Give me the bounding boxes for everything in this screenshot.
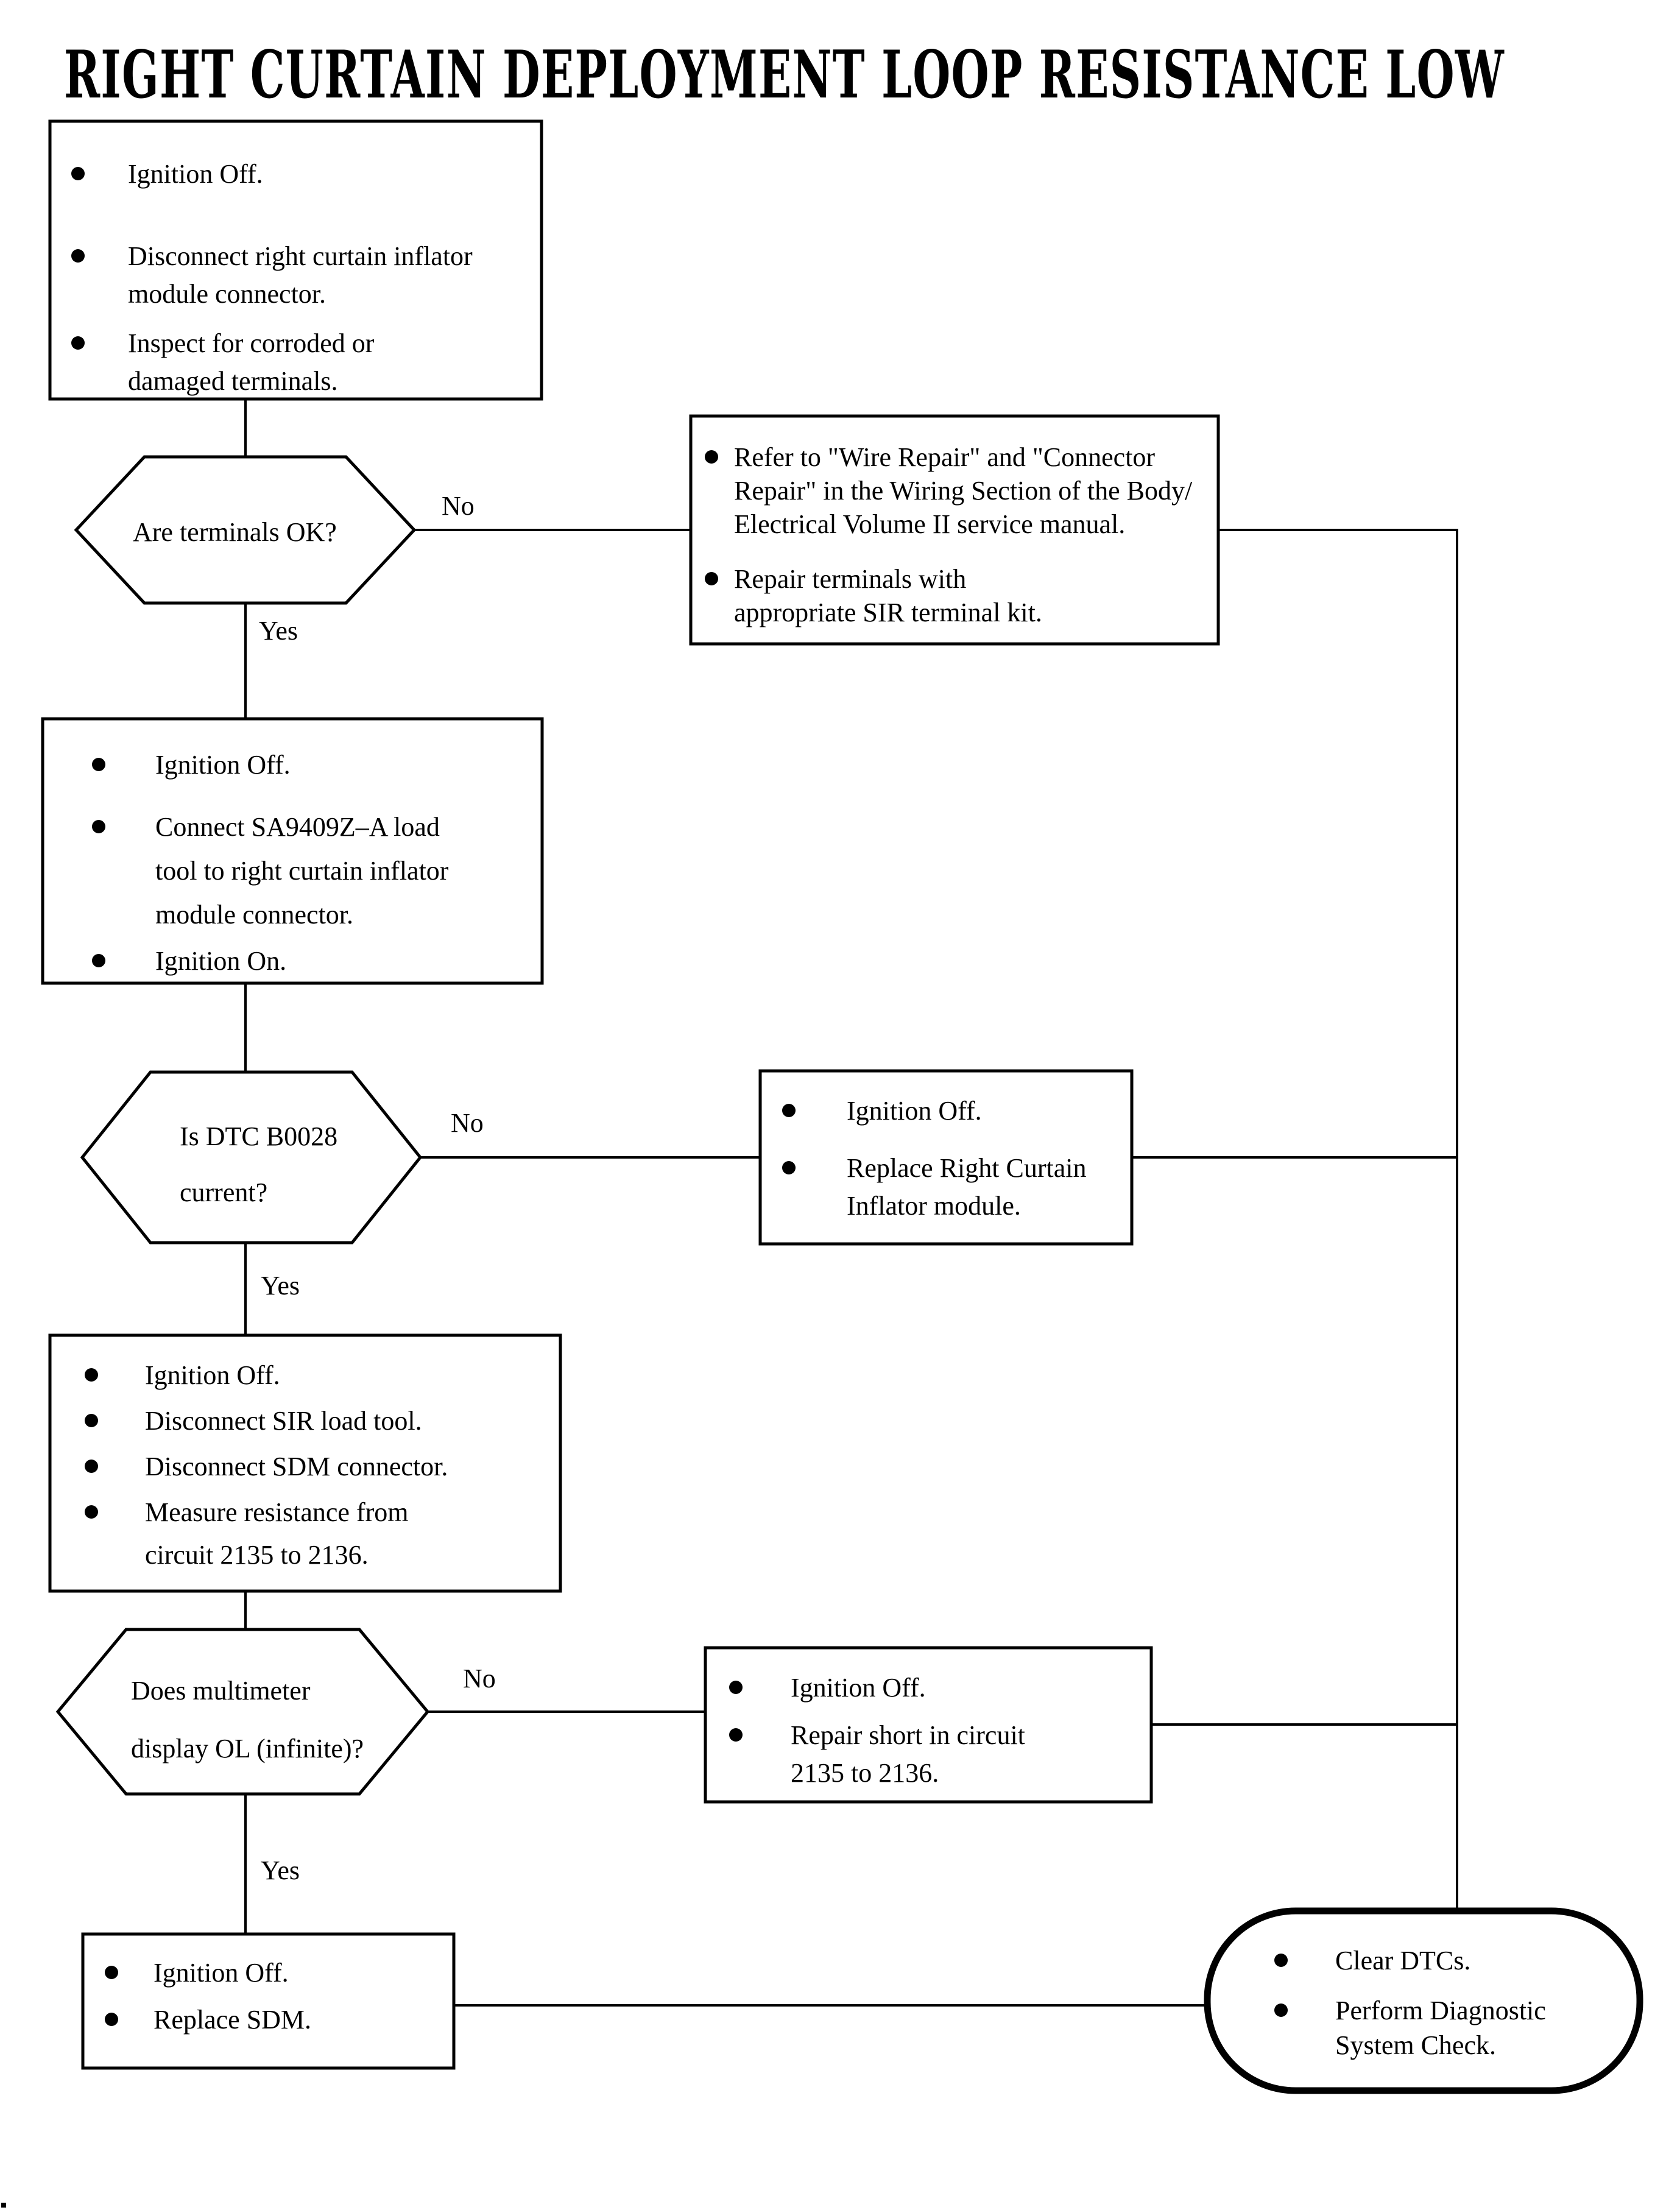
- bullet-icon: [71, 249, 85, 263]
- step-text-line: 2135 to 2136.: [791, 1758, 939, 1788]
- process-box-outline: [81, 1932, 456, 2070]
- step-text-line: Ignition Off.: [155, 750, 291, 780]
- step-text-line: Ignition Off.: [847, 1096, 982, 1126]
- bullet-icon: [92, 758, 105, 771]
- step-text-line: Inflator module.: [847, 1191, 1021, 1221]
- step-text-line: Repair short in circuit: [791, 1720, 1025, 1750]
- decision-hexagon-outline: [55, 1628, 430, 1796]
- bullet-icon: [85, 1368, 98, 1382]
- step-text-line: Inspect for corroded or: [128, 328, 375, 358]
- bullet-icon: [85, 1505, 98, 1519]
- step-text-line: Replace SDM.: [154, 2005, 311, 2035]
- replace-sdm-box: Ignition Off. Replace SDM.: [81, 1932, 456, 2070]
- right-return-rail: [1218, 529, 1458, 1911]
- bullet-icon: [729, 1681, 743, 1694]
- bullet-icon: [71, 167, 85, 180]
- bullet-icon: [705, 450, 718, 464]
- repair-terminals-box: Refer to "Wire Repair" and "Connector Re…: [689, 414, 1220, 646]
- step-text-line: damaged terminals.: [128, 366, 338, 396]
- step-text-line: Connect SA9409Z–A load: [155, 812, 440, 842]
- bullet-icon: [92, 954, 105, 967]
- step-text-line: circuit 2135 to 2136.: [145, 1540, 369, 1570]
- bullet-icon: [92, 820, 105, 833]
- step3-process-box: Ignition Off. Disconnect SIR load tool. …: [48, 1333, 562, 1593]
- step-text-line: Measure resistance from: [145, 1497, 408, 1527]
- step-text-line: Disconnect right curtain inflator: [128, 241, 473, 271]
- bullet-icon: [85, 1460, 98, 1473]
- bullet-icon: [105, 1966, 118, 1979]
- replace-inflator-box: Ignition Off. Replace Right Curtain Infl…: [758, 1069, 1134, 1246]
- bullet-icon: [705, 572, 718, 585]
- bullet-icon: [1274, 2003, 1288, 2017]
- process-box-outline: [48, 119, 543, 401]
- end-terminal: Clear DTCs. Perform Diagnostic System Ch…: [1204, 1907, 1643, 2094]
- decision1-terminals-ok: Are terminals OK?: [74, 455, 417, 605]
- process-box-outline: [41, 717, 544, 985]
- decision-hexagon-outline: [80, 1070, 423, 1244]
- scan-artifact-dot: [1, 2203, 6, 2208]
- step-text-line: Perform Diagnostic: [1335, 1996, 1546, 2025]
- step-text-line: Electrical Volume II service manual.: [734, 509, 1125, 539]
- step-text-line: System Check.: [1335, 2030, 1496, 2060]
- decision-question: display OL (infinite)?: [131, 1734, 364, 1763]
- step-text-line: Ignition Off.: [791, 1673, 926, 1703]
- bullet-icon: [782, 1161, 796, 1174]
- step1-process-box: Ignition Off. Disconnect right curtain i…: [48, 119, 543, 401]
- step-text-line: Replace Right Curtain: [847, 1153, 1086, 1183]
- bullet-icon: [85, 1414, 98, 1427]
- step-text-line: Ignition On.: [155, 946, 286, 976]
- decision-question: Is DTC B0028: [180, 1121, 337, 1151]
- step-text-line: module connector.: [128, 279, 326, 309]
- step-text-line: tool to right curtain inflator: [155, 856, 449, 886]
- step-text-line: Ignition Off.: [145, 1360, 280, 1390]
- step-text-line: appropriate SIR terminal kit.: [734, 598, 1042, 627]
- step-text-line: Clear DTCs.: [1335, 1946, 1470, 1975]
- page-title: RIGHT CURTAIN DEPLOYMENT LOOP RESISTANCE…: [64, 37, 1505, 113]
- process-box-outline: [48, 1333, 562, 1593]
- terminal-outline: [1204, 1907, 1643, 2094]
- step2-process-box: Ignition Off. Connect SA9409Z–A load too…: [41, 717, 544, 985]
- step-text-line: Disconnect SDM connector.: [145, 1452, 448, 1481]
- repair-short-box: Ignition Off. Repair short in circuit 21…: [704, 1646, 1153, 1804]
- step-text-line: Repair terminals with: [734, 564, 966, 594]
- bullet-icon: [105, 2013, 118, 2026]
- bullet-icon: [729, 1728, 743, 1742]
- decision-question: current?: [180, 1177, 267, 1207]
- process-box-outline: [689, 414, 1220, 646]
- step-text-line: module connector.: [155, 900, 353, 930]
- no-label-2: No: [451, 1108, 484, 1138]
- yes-label-2: Yes: [261, 1271, 300, 1301]
- step-text-line: Disconnect SIR load tool.: [145, 1406, 422, 1436]
- bullet-icon: [71, 336, 85, 350]
- process-box-outline: [758, 1069, 1134, 1246]
- decision-question: Does multimeter: [131, 1676, 311, 1706]
- no-label-3: No: [463, 1664, 496, 1693]
- decision-hexagon-outline: [74, 455, 417, 605]
- no-label-1: No: [442, 491, 475, 521]
- step-text-line: Ignition Off.: [154, 1958, 289, 1988]
- bullet-icon: [782, 1104, 796, 1117]
- decision-question: Are terminals OK?: [133, 517, 337, 547]
- yes-label-1: Yes: [259, 616, 298, 646]
- decision2-dtc-b0028-current: Is DTC B0028 current?: [80, 1070, 423, 1244]
- step-text-line: Repair" in the Wiring Section of the Bod…: [734, 476, 1193, 506]
- step-text-line: Refer to "Wire Repair" and "Connector: [734, 442, 1155, 472]
- process-box-outline: [704, 1646, 1153, 1804]
- step-text-line: Ignition Off.: [128, 159, 263, 189]
- connector-lines: [244, 399, 1458, 2007]
- yes-label-3: Yes: [261, 1855, 300, 1885]
- bullet-icon: [1274, 1954, 1288, 1967]
- decision3-multimeter-ol: Does multimeter display OL (infinite)?: [55, 1628, 430, 1796]
